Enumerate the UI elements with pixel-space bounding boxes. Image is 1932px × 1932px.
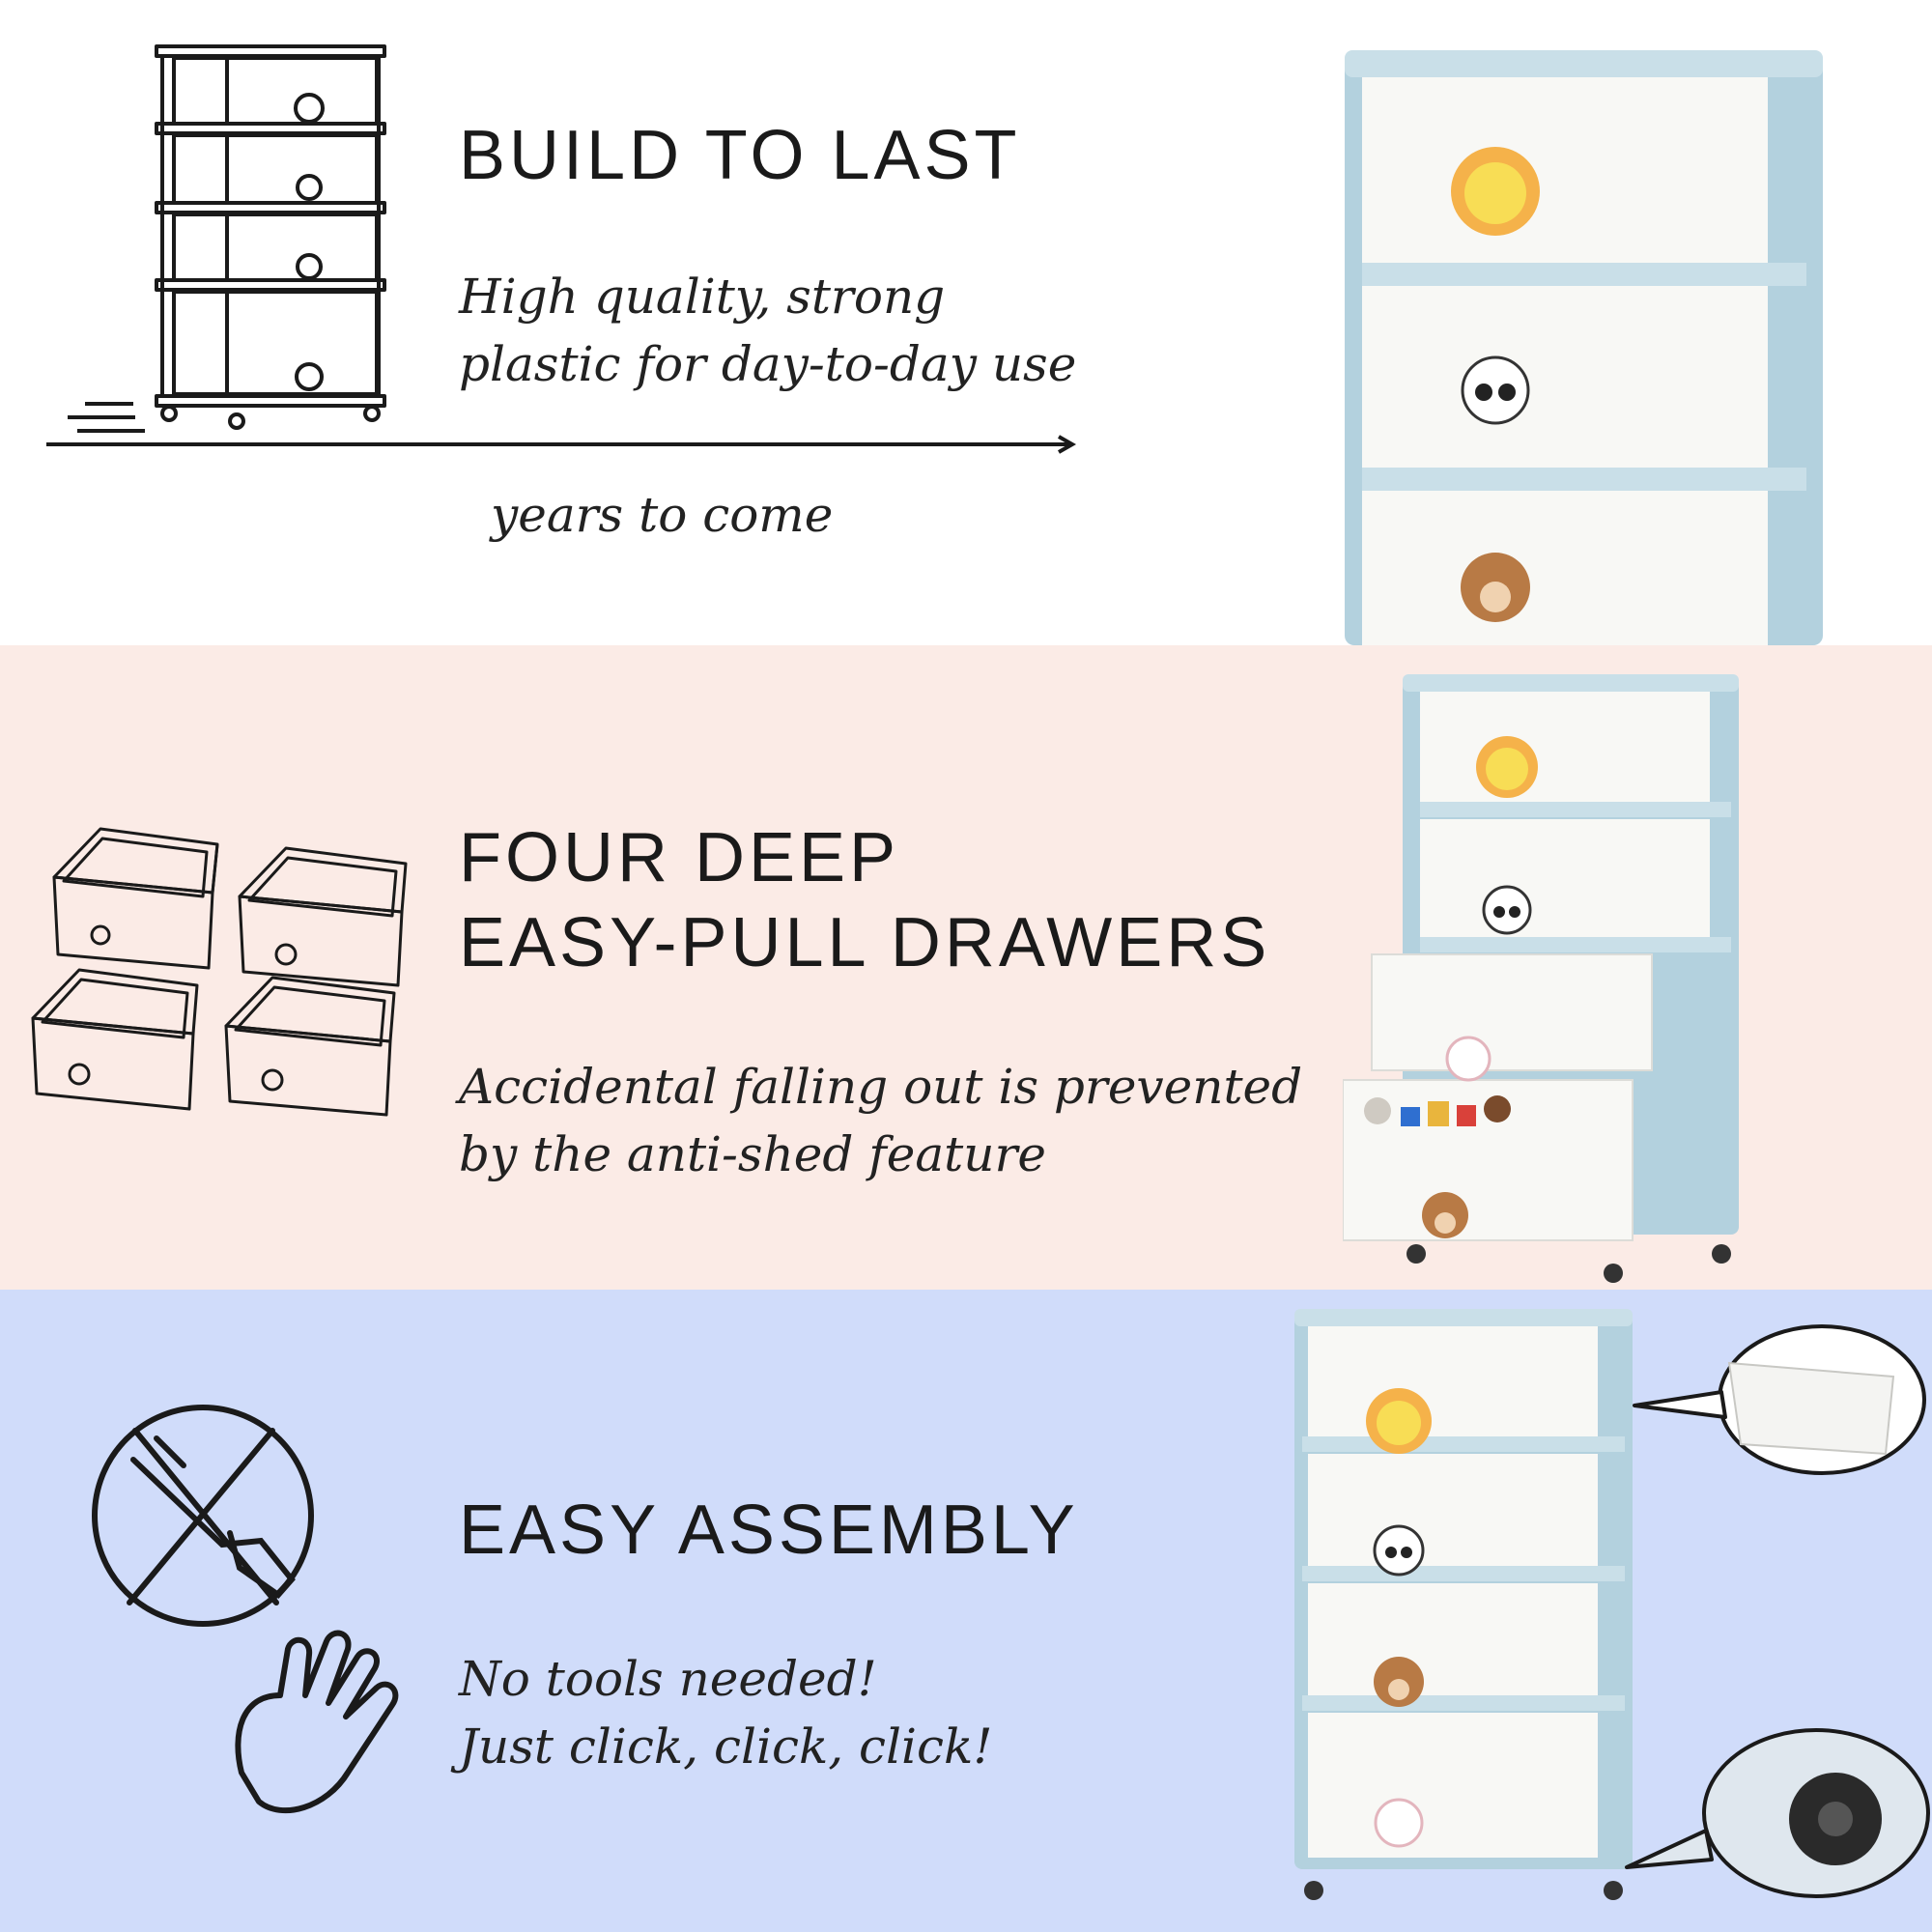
section-description: Accidental falling out is prevented by t…	[459, 1053, 1302, 1188]
no-tools-icon	[92, 1405, 314, 1627]
description-line: Just click, click, click!	[459, 1719, 993, 1775]
section-description: No tools needed! Just click, click, clic…	[459, 1645, 992, 1780]
section-heading: BUILD TO LAST	[459, 117, 1021, 194]
drawer-unit-rolling-outline-icon	[68, 44, 386, 433]
four-drawers-outline-icon	[31, 827, 408, 1117]
panda-icon	[1461, 355, 1530, 425]
description-line: No tools needed!	[459, 1651, 877, 1707]
drawer-unit-detail-photo	[1294, 1309, 1930, 1900]
years-arrow	[46, 435, 1077, 454]
bunny-icon	[1445, 1036, 1492, 1082]
description-line: plastic for day-to-day use	[459, 336, 1077, 392]
drawer-unit-photo	[1345, 50, 1823, 645]
description-line: High quality, strong	[459, 269, 946, 325]
drawer-callout-bubble	[1633, 1324, 1926, 1475]
bunny-icon	[1374, 1798, 1424, 1848]
heading-line: FOUR DEEP	[459, 819, 900, 896]
panda-icon	[1482, 885, 1532, 935]
section-description: High quality, strong plastic for day-to-…	[459, 263, 1076, 398]
section-four-deep-drawers: FOUR DEEP EASY-PULL DRAWERS Accidental f…	[0, 645, 1932, 1290]
description-line: by the anti-shed feature	[459, 1126, 1046, 1182]
section-build-to-last: BUILD TO LAST High quality, strong plast…	[0, 0, 1932, 645]
panda-icon	[1373, 1524, 1425, 1577]
caster-wheel-callout-bubble	[1625, 1728, 1930, 1898]
section-easy-assembly: EASY ASSEMBLY No tools needed! Just clic…	[0, 1290, 1932, 1932]
hand-icon	[235, 1630, 399, 1814]
drawer-unit-open-photo	[1343, 674, 1739, 1283]
arrow-caption: years to come	[491, 487, 834, 543]
description-line: Accidental falling out is prevented	[459, 1059, 1303, 1115]
section-heading: EASY ASSEMBLY	[459, 1492, 1079, 1569]
section-heading: FOUR DEEP EASY-PULL DRAWERS	[459, 815, 1270, 985]
heading-line: EASY-PULL DRAWERS	[459, 904, 1271, 981]
